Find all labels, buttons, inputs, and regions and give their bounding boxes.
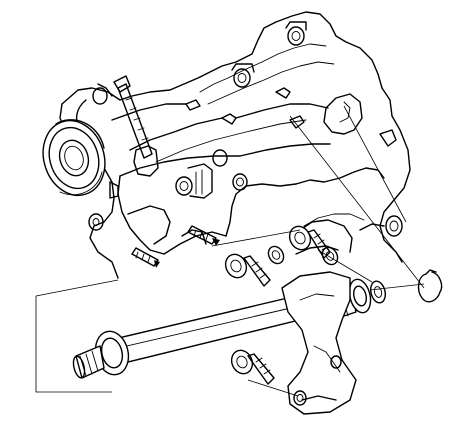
- bracket-bolt: [113, 75, 153, 159]
- crank-pulley: [42, 119, 106, 197]
- bracket-bolt: [131, 247, 160, 268]
- alignment-lines: [35, 105, 425, 397]
- bracket-bolt: [288, 225, 331, 259]
- circlip: [417, 269, 443, 303]
- bracket-bolt: [224, 253, 271, 287]
- bracket-bolts: [113, 75, 331, 385]
- bracket-bolt: [230, 349, 275, 385]
- bracket-bolt: [187, 225, 220, 246]
- engine-block: [59, 11, 411, 279]
- bearing-support-bracket: [281, 271, 357, 415]
